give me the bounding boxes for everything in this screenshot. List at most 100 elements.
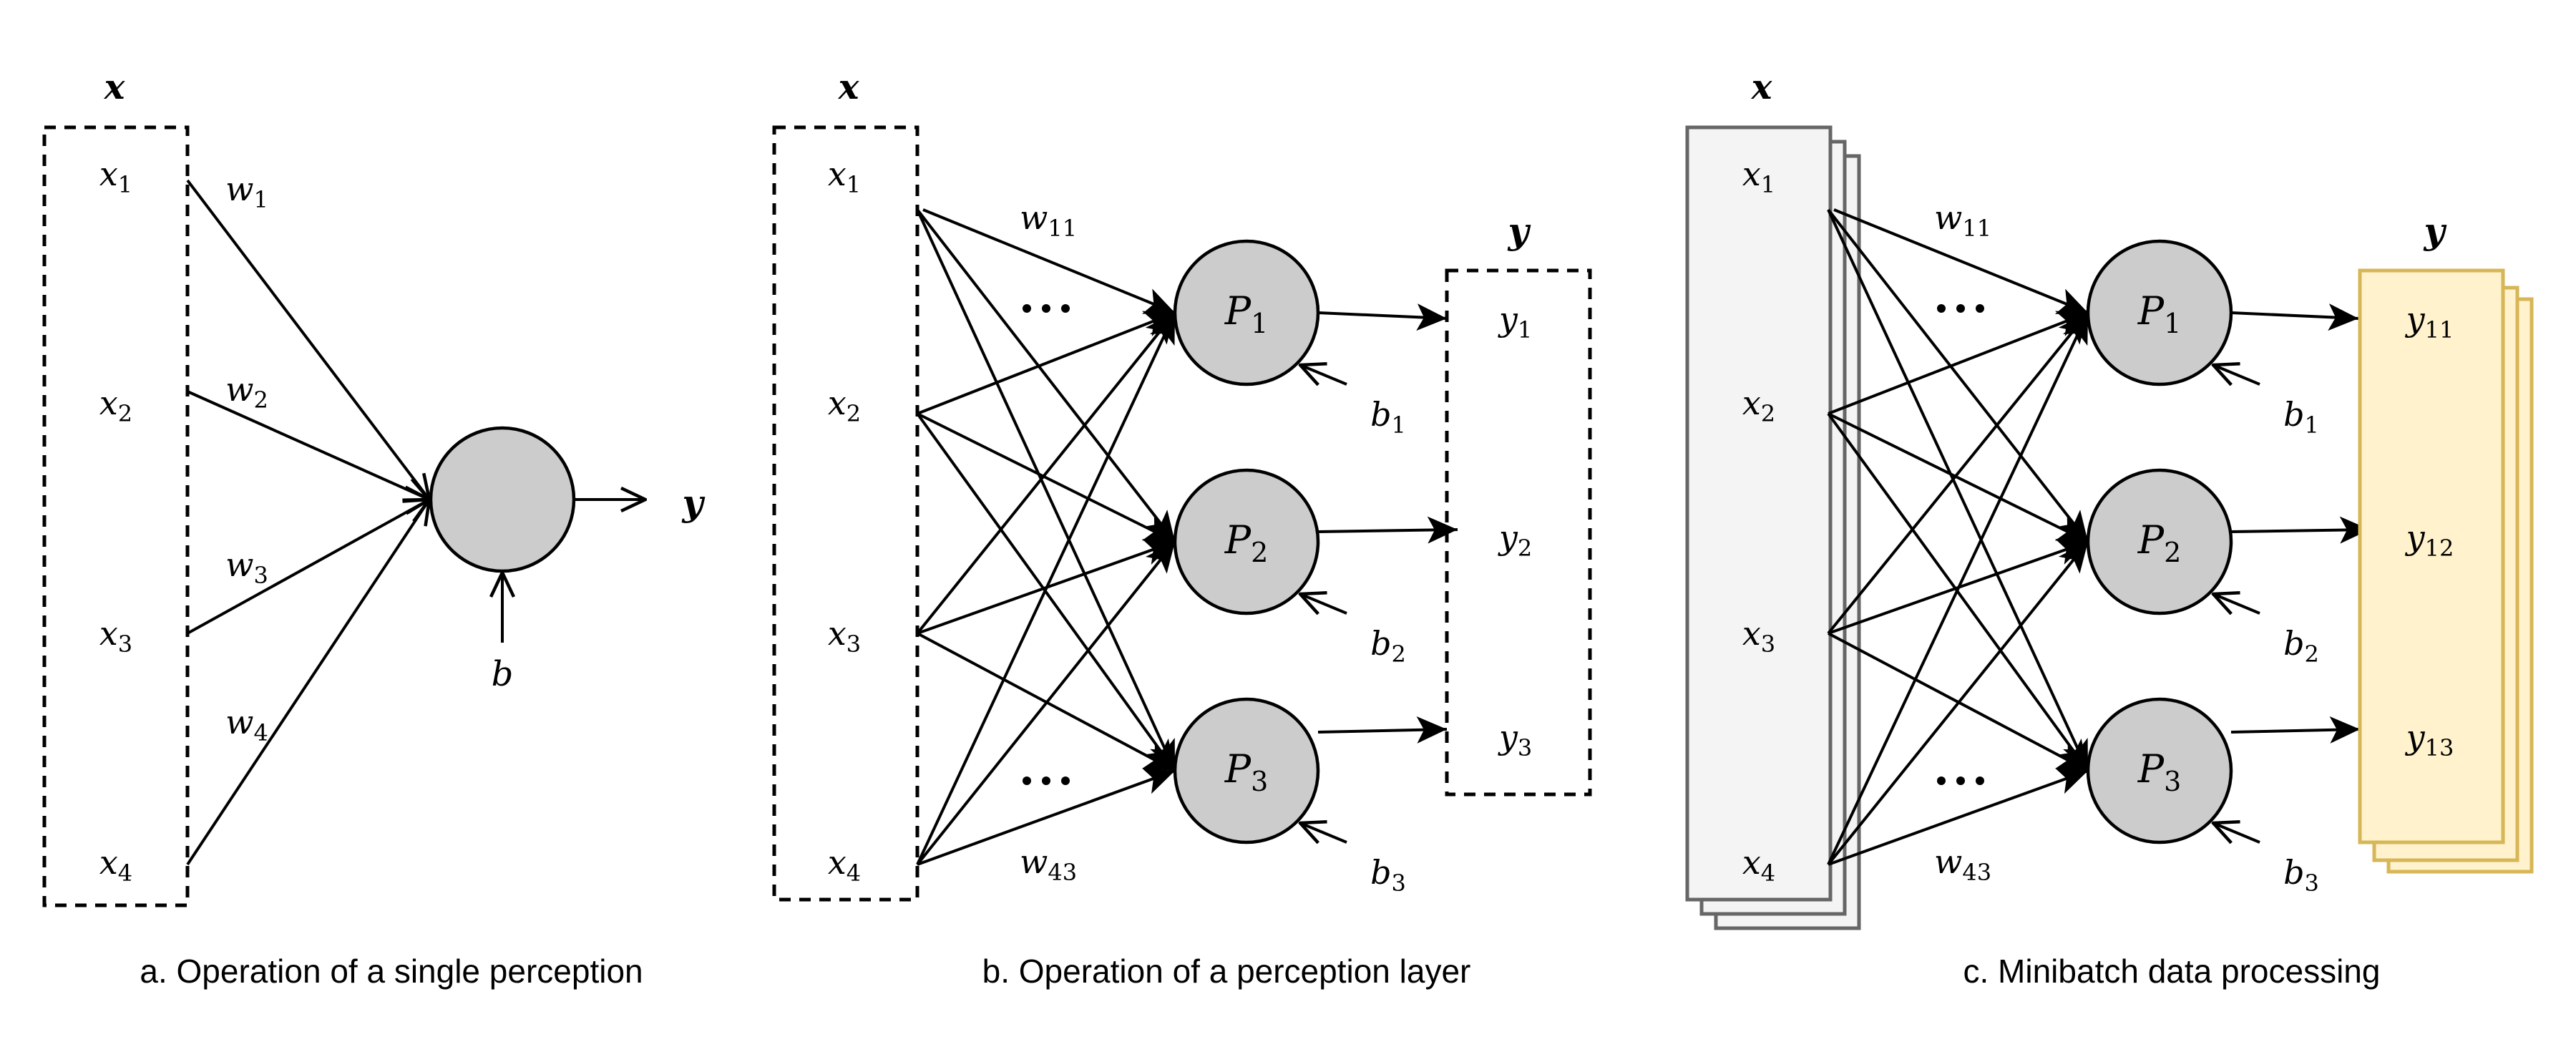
input-label-x4: x4: [1742, 843, 1775, 887]
neuron-p2: P2 b2: [1173, 468, 1458, 668]
edge-x1-p1: [1833, 208, 2089, 314]
input-label-x3-subscript: 3: [847, 630, 861, 658]
input-label-x2-base: x: [99, 384, 118, 422]
ellipsis-dot: [1042, 776, 1050, 785]
input-label-x1-subscript: 1: [118, 171, 132, 198]
edge-x1-p3: [1827, 209, 2089, 771]
dense-edges: [1827, 208, 2089, 866]
output-label-y1: y1: [1498, 300, 1532, 344]
bias-arrow-3: [1300, 823, 1347, 842]
weight-label-w43-subscript: 43: [1048, 859, 1077, 886]
output-arrow-3: [1317, 716, 1448, 744]
output-arrow-2: [2230, 516, 2371, 544]
input-label-x1-base: x: [1742, 155, 1761, 193]
neuron-label-base: P: [2137, 288, 2165, 333]
ellipsis-dot: [1023, 304, 1031, 313]
input-label-x1-subscript: 1: [1761, 171, 1775, 198]
bias-label-b2-base: b: [1370, 624, 1391, 663]
input-label-x4-subscript: 4: [118, 860, 132, 887]
bias-label-b3-subscript: 3: [1392, 870, 1406, 897]
output-arrow-1: [1317, 303, 1448, 331]
input-label-x4: x4: [828, 843, 861, 887]
input-label-x3-base: x: [828, 614, 847, 653]
ellipsis-dot: [1061, 776, 1070, 785]
bias-label-b3-base: b: [1370, 853, 1391, 892]
input-label-x3-subscript: 3: [1761, 630, 1775, 658]
input-label-x3-base: x: [1742, 614, 1761, 653]
edge-x1-p1: [922, 208, 1176, 314]
weight-label-w2-base: w: [225, 370, 253, 409]
neuron-label: P2: [2137, 517, 2182, 568]
input-label-x4-base: x: [99, 843, 118, 882]
neuron-label-subscript: 2: [1251, 537, 1268, 568]
ellipsis-dot: [1976, 304, 1984, 313]
output-arrow-1: [2230, 303, 2359, 331]
caption-c: c. Minibatch data processing: [1963, 953, 2381, 990]
bias-label-b2: b2: [2283, 624, 2319, 668]
ellipsis-dot: [1976, 776, 1984, 785]
neuron-label-base: P: [1224, 517, 1252, 563]
edge-x2-p2: [1828, 412, 2089, 543]
weight-label-w1: w1: [225, 170, 268, 213]
weight-label-w11-subscript: 11: [1048, 215, 1077, 242]
neuron-circle: [2086, 468, 2233, 615]
input-batch-sheet-1: [1685, 125, 1833, 902]
bias-label-b1: b1: [2283, 395, 2319, 439]
input-label-x2: x2: [99, 384, 132, 427]
output-arrow-2: [1317, 516, 1458, 544]
bias-label-b1-subscript: 1: [1392, 412, 1406, 439]
edge-x1-p3: [916, 209, 1176, 771]
weight-label-w3: w3: [225, 545, 268, 589]
weight-label-w11: w11: [1020, 198, 1077, 242]
ellipsis-bottom: [1937, 776, 1984, 785]
input-edge-1: [186, 179, 429, 500]
weight-label-w43-base: w: [1934, 842, 1962, 881]
edge-x4-p2: [916, 540, 1176, 866]
edge-x3-p1: [916, 311, 1176, 635]
ellipsis-dot: [1956, 776, 1965, 785]
bias-arrow-3: [2213, 823, 2260, 842]
ellipsis-dot: [1956, 304, 1965, 313]
neuron-label: P1: [2137, 288, 2182, 339]
neuron-label: P3: [1224, 746, 1269, 797]
input-label-x1-base: x: [99, 155, 118, 193]
ellipsis-dot: [1023, 776, 1031, 785]
dense-edges: [916, 208, 1176, 866]
bias-arrow-2: [1300, 594, 1347, 613]
edge-x3-p1: [1827, 311, 2089, 635]
input-label-x3-subscript: 3: [118, 630, 132, 658]
neuron-label-subscript: 3: [1251, 766, 1268, 797]
ellipsis-top: [1937, 304, 1984, 313]
edge-x1-p2: [1827, 208, 2089, 543]
input-label-x2-base: x: [828, 384, 847, 422]
bias-label-b2: b2: [1370, 624, 1406, 668]
ellipsis-top: [1023, 304, 1070, 313]
neuron-label: P1: [1224, 288, 1269, 339]
weight-label-w1-base: w: [225, 170, 253, 208]
neuron-label: P3: [2137, 746, 2182, 797]
output-label-y11: y11: [2405, 300, 2454, 344]
neuron-circle: [1173, 697, 1320, 844]
neuron-label-base: P: [1224, 288, 1252, 333]
input-label-x3: x3: [99, 614, 132, 658]
neuron-circle: [1173, 468, 1320, 615]
input-label-x1-base: x: [828, 155, 847, 193]
ellipsis-dot: [1937, 776, 1946, 785]
weight-label-w11-base: w: [1020, 198, 1048, 237]
neuron-label-subscript: 1: [1251, 308, 1268, 339]
output-label-y12-base: y: [2405, 518, 2426, 557]
output-vector-label: y: [1507, 210, 1531, 252]
input-edges: [186, 179, 429, 866]
neuron-label-base: P: [2137, 746, 2165, 792]
neuron-label-base: P: [2137, 517, 2165, 563]
output-label-y1-base: y: [1498, 300, 1518, 339]
input-vector-label: x: [838, 67, 860, 107]
output-vector-label: y: [2423, 210, 2446, 252]
